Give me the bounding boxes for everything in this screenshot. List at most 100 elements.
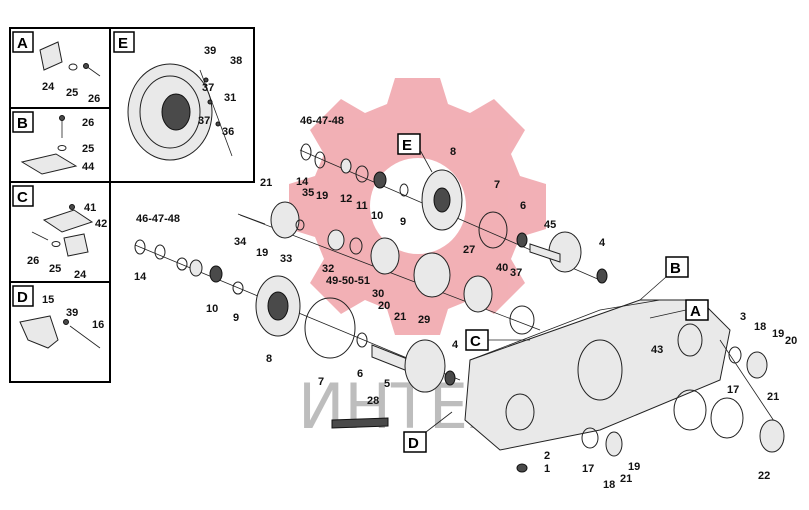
- svg-text:B: B: [17, 115, 28, 132]
- svg-text:8: 8: [266, 353, 272, 365]
- svg-text:26: 26: [88, 93, 100, 105]
- svg-text:14: 14: [134, 271, 147, 283]
- gearbox-housing: [464, 299, 731, 451]
- svg-text:4: 4: [599, 237, 606, 249]
- panel-d-frame: [9, 281, 111, 383]
- panel-d-parts: 15 39 16: [19, 294, 104, 349]
- main-part-labels: 46-47-48 46-47-48 49-50-51 1 2 3 4 4 5 6…: [134, 115, 797, 491]
- svg-text:25: 25: [82, 143, 94, 155]
- svg-text:25: 25: [49, 263, 61, 275]
- svg-text:19: 19: [772, 328, 784, 340]
- svg-text:4: 4: [452, 339, 459, 351]
- panel-c-parts: 41 42 26 25 24: [27, 202, 107, 281]
- section-letter-e: E: [113, 31, 135, 53]
- section-letter-d: D: [12, 285, 34, 307]
- svg-text:31: 31: [224, 92, 236, 104]
- svg-text:26: 26: [27, 255, 39, 267]
- svg-text:24: 24: [42, 81, 55, 93]
- svg-text:49-50-51: 49-50-51: [326, 275, 370, 287]
- svg-text:43: 43: [651, 344, 663, 356]
- middle-row-parts: [237, 201, 608, 335]
- svg-text:1: 1: [544, 463, 550, 475]
- svg-text:12: 12: [340, 193, 352, 205]
- svg-text:19: 19: [628, 461, 640, 473]
- svg-text:A: A: [17, 35, 28, 52]
- rear-shaft-axis: [719, 339, 781, 431]
- svg-text:35: 35: [302, 187, 314, 199]
- svg-text:39: 39: [204, 45, 216, 57]
- svg-text:9: 9: [233, 312, 239, 324]
- svg-text:18: 18: [754, 321, 766, 333]
- svg-text:44: 44: [82, 161, 95, 173]
- svg-text:39: 39: [66, 307, 78, 319]
- svg-text:22: 22: [758, 470, 770, 482]
- svg-text:45: 45: [544, 219, 556, 231]
- callout-box-e: E: [397, 133, 433, 173]
- svg-text:C: C: [17, 189, 28, 206]
- svg-text:37: 37: [198, 115, 210, 127]
- svg-text:B: B: [670, 260, 681, 277]
- panel-e-frame: [109, 27, 255, 183]
- svg-text:37: 37: [510, 267, 522, 279]
- svg-text:17: 17: [727, 384, 739, 396]
- svg-text:5: 5: [384, 378, 390, 390]
- svg-text:24: 24: [74, 269, 87, 281]
- upper-row-parts: [300, 143, 528, 249]
- svg-text:27: 27: [463, 244, 475, 256]
- svg-text:15: 15: [42, 294, 54, 306]
- svg-text:3: 3: [740, 311, 746, 323]
- svg-text:40: 40: [496, 262, 508, 274]
- svg-text:21: 21: [260, 177, 272, 189]
- svg-text:19: 19: [316, 190, 328, 202]
- svg-text:30: 30: [372, 288, 384, 300]
- panel-a-parts: 24 25 26: [39, 41, 100, 105]
- svg-text:10: 10: [206, 303, 218, 315]
- svg-text:16: 16: [92, 319, 104, 331]
- svg-text:D: D: [408, 435, 419, 452]
- svg-text:33: 33: [280, 253, 292, 265]
- section-letter-c: C: [12, 185, 34, 207]
- svg-text:19: 19: [256, 247, 268, 259]
- svg-text:8: 8: [450, 146, 456, 158]
- svg-text:37: 37: [202, 82, 214, 94]
- svg-text:11: 11: [356, 200, 368, 212]
- svg-text:25: 25: [66, 87, 78, 99]
- svg-text:10: 10: [371, 210, 383, 222]
- svg-text:21: 21: [394, 311, 406, 323]
- svg-text:D: D: [17, 289, 28, 306]
- svg-text:7: 7: [494, 179, 500, 191]
- svg-text:9: 9: [400, 216, 406, 228]
- svg-text:20: 20: [378, 300, 390, 312]
- callout-box-a: A: [649, 299, 709, 321]
- svg-text:26: 26: [82, 117, 94, 129]
- svg-text:29: 29: [418, 314, 430, 326]
- svg-text:34: 34: [234, 236, 247, 248]
- section-letter-b: B: [12, 111, 34, 133]
- svg-text:18: 18: [603, 479, 615, 491]
- section-letter-a: A: [12, 31, 34, 53]
- panel-e-parts: 39 38 37 31 37 36: [127, 45, 242, 161]
- svg-text:C: C: [470, 333, 481, 350]
- svg-text:46-47-48: 46-47-48: [300, 115, 344, 127]
- svg-text:21: 21: [620, 473, 632, 485]
- svg-text:20: 20: [785, 335, 797, 347]
- callout-box-b: B: [639, 256, 689, 301]
- svg-text:A: A: [690, 303, 701, 320]
- svg-text:E: E: [118, 35, 128, 52]
- svg-text:17: 17: [582, 463, 594, 475]
- lower-row-parts: [134, 239, 456, 429]
- callout-box-d: D: [403, 411, 453, 453]
- svg-text:42: 42: [95, 218, 107, 230]
- svg-text:6: 6: [357, 368, 363, 380]
- svg-text:41: 41: [84, 202, 96, 214]
- svg-text:21: 21: [767, 391, 779, 403]
- svg-text:7: 7: [318, 376, 324, 388]
- svg-text:46-47-48: 46-47-48: [136, 213, 180, 225]
- callout-box-c: C: [465, 329, 530, 351]
- svg-text:6: 6: [520, 200, 526, 212]
- panel-b-parts: 26 25 44: [20, 115, 95, 175]
- rear-cover-parts: [516, 346, 785, 473]
- svg-text:28: 28: [367, 395, 379, 407]
- svg-text:14: 14: [296, 176, 309, 188]
